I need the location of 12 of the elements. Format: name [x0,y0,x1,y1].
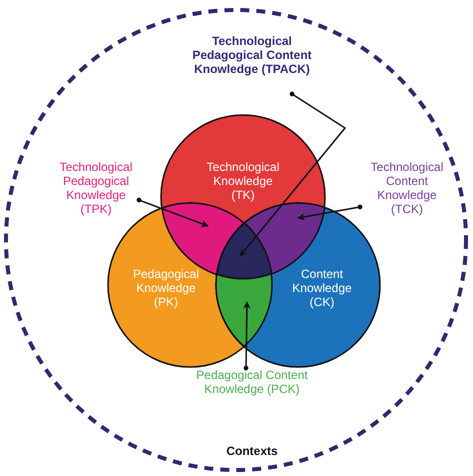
leader-line [239,92,346,257]
context-label: Contexts [225,444,279,458]
callout-label: Technological Pedagogical Content Knowledge (TPACK) [191,34,313,76]
leader-line [297,204,362,220]
callout-label: Technological Pedagogical Knowledge (TPK) [58,160,134,216]
circle-label: Technological Knowledge (TK) [206,160,280,202]
leader-line [243,301,251,370]
circle-label: Content Knowledge (CK) [291,267,353,309]
callout-label: Technological Content Knowledge (TCK) [370,160,444,216]
circle-label: Pedagogical Knowledge (PK) [132,267,200,309]
leader-line [136,198,209,228]
callout-label: Pedagogical Content Knowledge (PCK) [195,368,309,396]
